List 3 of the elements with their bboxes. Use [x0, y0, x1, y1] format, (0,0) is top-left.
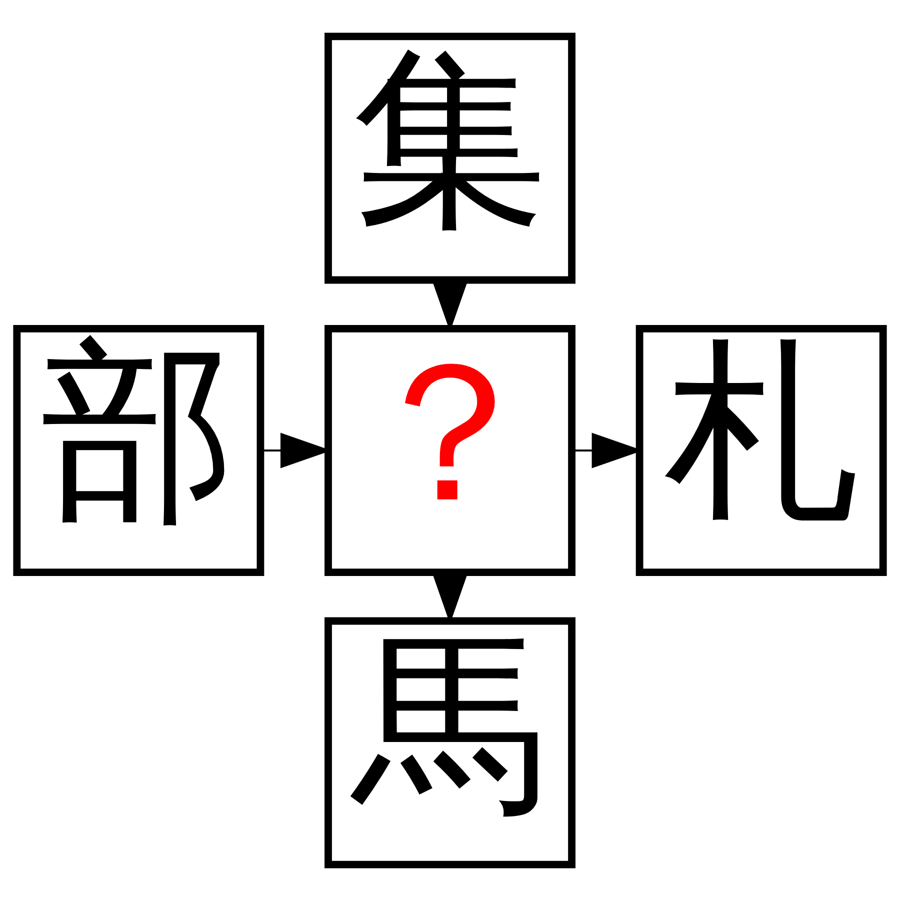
node-box: 馬	[324, 616, 576, 868]
node-box: 部	[13, 324, 264, 576]
node-box: 札	[636, 324, 887, 576]
